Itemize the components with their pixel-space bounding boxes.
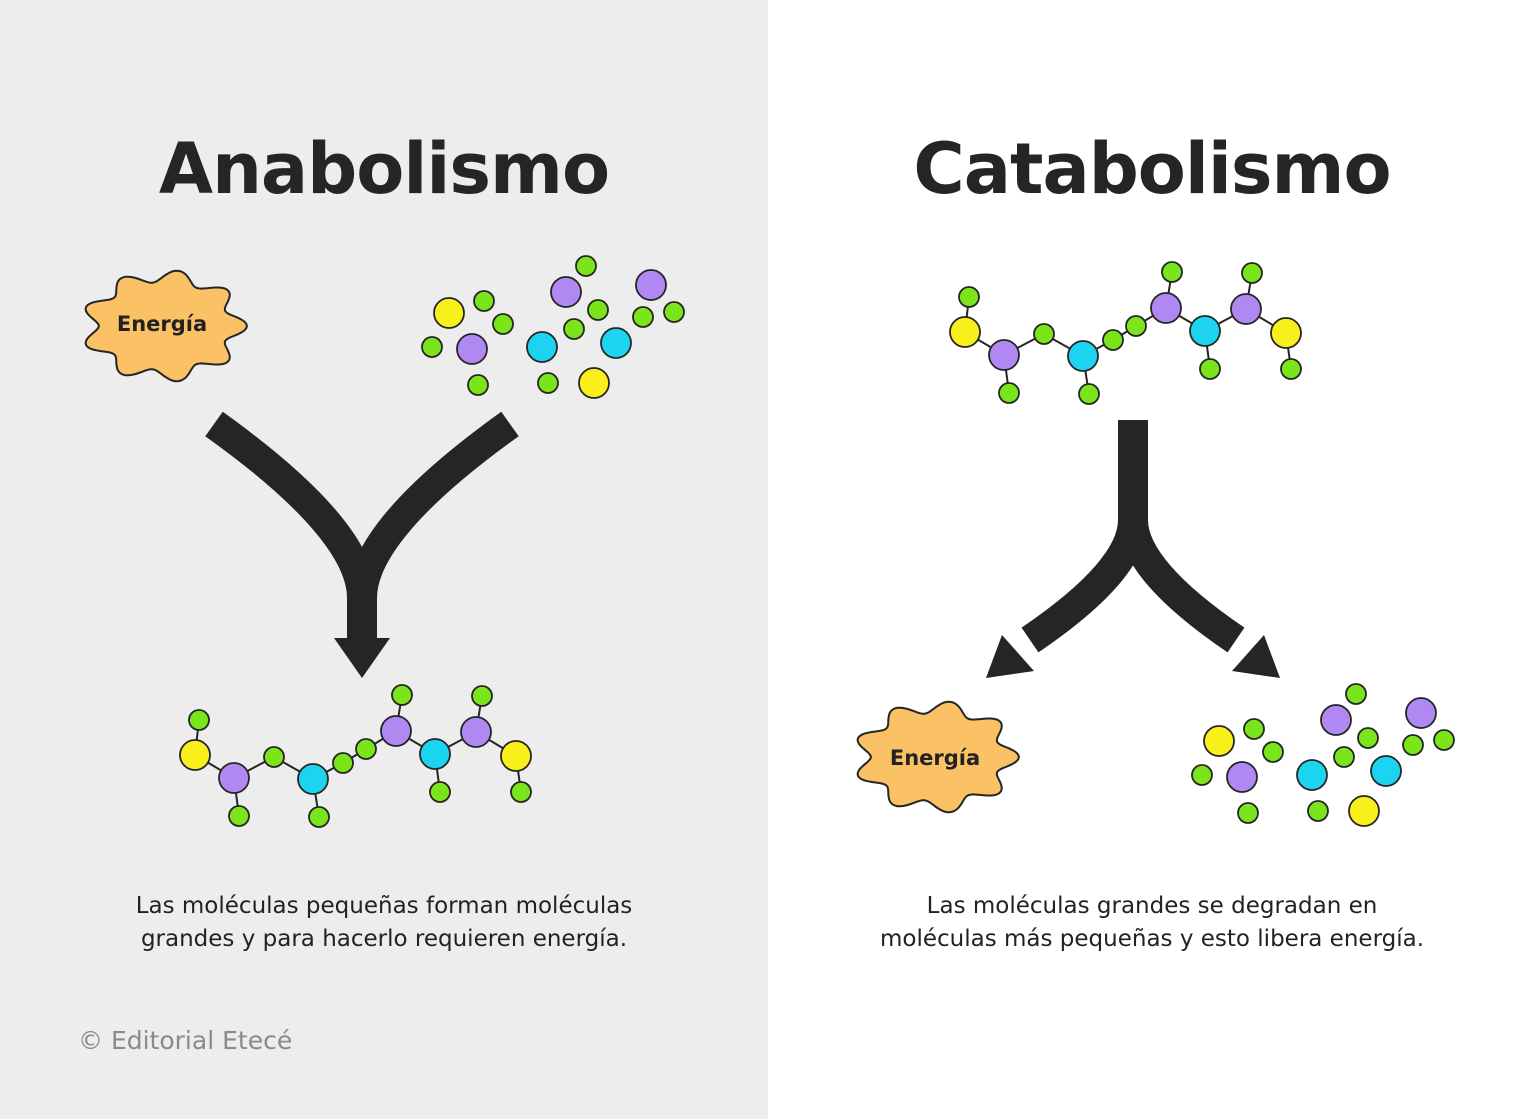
yellow-atom	[1270, 317, 1302, 349]
green-atom	[228, 805, 250, 827]
catabolism-energy-label: Energía	[890, 746, 980, 770]
green-atom	[1241, 262, 1263, 284]
green-atom	[391, 684, 413, 706]
green-atom	[1102, 329, 1124, 351]
catabolism-caption: Las moléculas grandes se degradan en mol…	[768, 890, 1536, 956]
anabolism-merge-arrow	[205, 411, 519, 640]
arrow-right-branch	[1118, 518, 1245, 653]
anabolism-title: Anabolismo	[158, 128, 610, 210]
catabolism-caption-line-1: Las moléculas grandes se degradan en	[926, 893, 1378, 919]
anabolism-caption: Las moléculas pequeñas forman moléculas …	[0, 890, 768, 956]
green-atom	[429, 781, 451, 803]
green-atom	[1280, 358, 1302, 380]
yellow-atom	[433, 297, 465, 329]
green-atom	[563, 318, 585, 340]
green-atom	[575, 255, 597, 277]
green-atom	[332, 752, 354, 774]
anabolism-caption-line-1: Las moléculas pequeñas forman moléculas	[135, 893, 633, 919]
green-atom	[467, 374, 489, 396]
green-atom	[1307, 800, 1329, 822]
green-atom	[1125, 315, 1147, 337]
catabolism-arrow-head-left	[986, 635, 1034, 678]
green-atom	[663, 301, 685, 323]
green-atom	[188, 709, 210, 731]
yellow-atom	[949, 316, 981, 348]
energy-burst-shape	[856, 700, 1020, 814]
green-atom	[510, 781, 532, 803]
green-atom	[1433, 729, 1455, 751]
arrow-right-branch	[347, 411, 519, 599]
catabolism-split-arrow	[1021, 420, 1245, 653]
catabolism-large-molecule	[949, 261, 1302, 405]
cyan-atom	[297, 763, 329, 795]
green-atom	[263, 746, 285, 768]
purple-atom	[1320, 704, 1352, 736]
green-atom	[421, 336, 443, 358]
yellow-atom	[578, 367, 610, 399]
green-atom	[1333, 746, 1355, 768]
purple-atom	[635, 269, 667, 301]
green-atom	[1191, 764, 1213, 786]
cyan-atom	[1370, 755, 1402, 787]
purple-atom	[460, 716, 492, 748]
green-atom	[958, 286, 980, 308]
cyan-atom	[1067, 340, 1099, 372]
cyan-atom	[1189, 315, 1221, 347]
green-atom	[1402, 734, 1424, 756]
green-atom	[1033, 323, 1055, 345]
green-atom	[1161, 261, 1183, 283]
catabolism-title: Catabolismo	[913, 128, 1391, 210]
copyright-credit: © Editorial Etecé	[78, 1026, 293, 1055]
cyan-atom	[419, 738, 451, 770]
anabolism-panel: Anabolismo Las moléculas pequeñas forman…	[0, 0, 768, 1119]
yellow-atom	[500, 740, 532, 772]
catabolism-small-molecules	[1191, 683, 1455, 827]
green-atom	[632, 306, 654, 328]
green-atom	[473, 290, 495, 312]
green-atom	[537, 372, 559, 394]
yellow-atom	[179, 739, 211, 771]
purple-atom	[1226, 761, 1258, 793]
anabolism-energy-label: Energía	[117, 312, 207, 336]
anabolism-small-molecules	[421, 255, 685, 399]
purple-atom	[550, 276, 582, 308]
purple-atom	[1230, 293, 1262, 325]
catabolism-arrow-head-right	[1232, 635, 1280, 678]
green-atom	[1199, 358, 1221, 380]
purple-atom	[1150, 292, 1182, 324]
anabolism-large-molecule	[179, 684, 532, 828]
purple-atom	[988, 339, 1020, 371]
green-atom	[492, 313, 514, 335]
green-atom	[471, 685, 493, 707]
cyan-atom	[1296, 759, 1328, 791]
energy-burst-shape	[84, 269, 248, 383]
green-atom	[587, 299, 609, 321]
green-atom	[1243, 718, 1265, 740]
cyan-atom	[526, 331, 558, 363]
purple-atom	[218, 762, 250, 794]
anabolism-caption-line-2: grandes y para hacerlo requieren energía…	[140, 926, 628, 952]
catabolism-caption-line-2: moléculas más pequeñas y esto libera ene…	[879, 926, 1425, 952]
green-atom	[1357, 727, 1379, 749]
green-atom	[1237, 802, 1259, 824]
yellow-atom	[1203, 725, 1235, 757]
cyan-atom	[600, 327, 632, 359]
arrow-left-branch	[1021, 518, 1148, 653]
green-atom	[1078, 383, 1100, 405]
purple-atom	[456, 333, 488, 365]
green-atom	[1345, 683, 1367, 705]
green-atom	[355, 738, 377, 760]
green-atom	[308, 806, 330, 828]
yellow-atom	[1348, 795, 1380, 827]
anabolism-arrow-head	[334, 638, 390, 678]
catabolism-energy-burst: Energía	[856, 700, 1020, 814]
green-atom	[998, 382, 1020, 404]
green-atom	[1262, 741, 1284, 763]
anabolism-energy-burst: Energía	[84, 269, 248, 383]
arrow-left-branch	[205, 411, 377, 599]
purple-atom	[380, 715, 412, 747]
purple-atom	[1405, 697, 1437, 729]
